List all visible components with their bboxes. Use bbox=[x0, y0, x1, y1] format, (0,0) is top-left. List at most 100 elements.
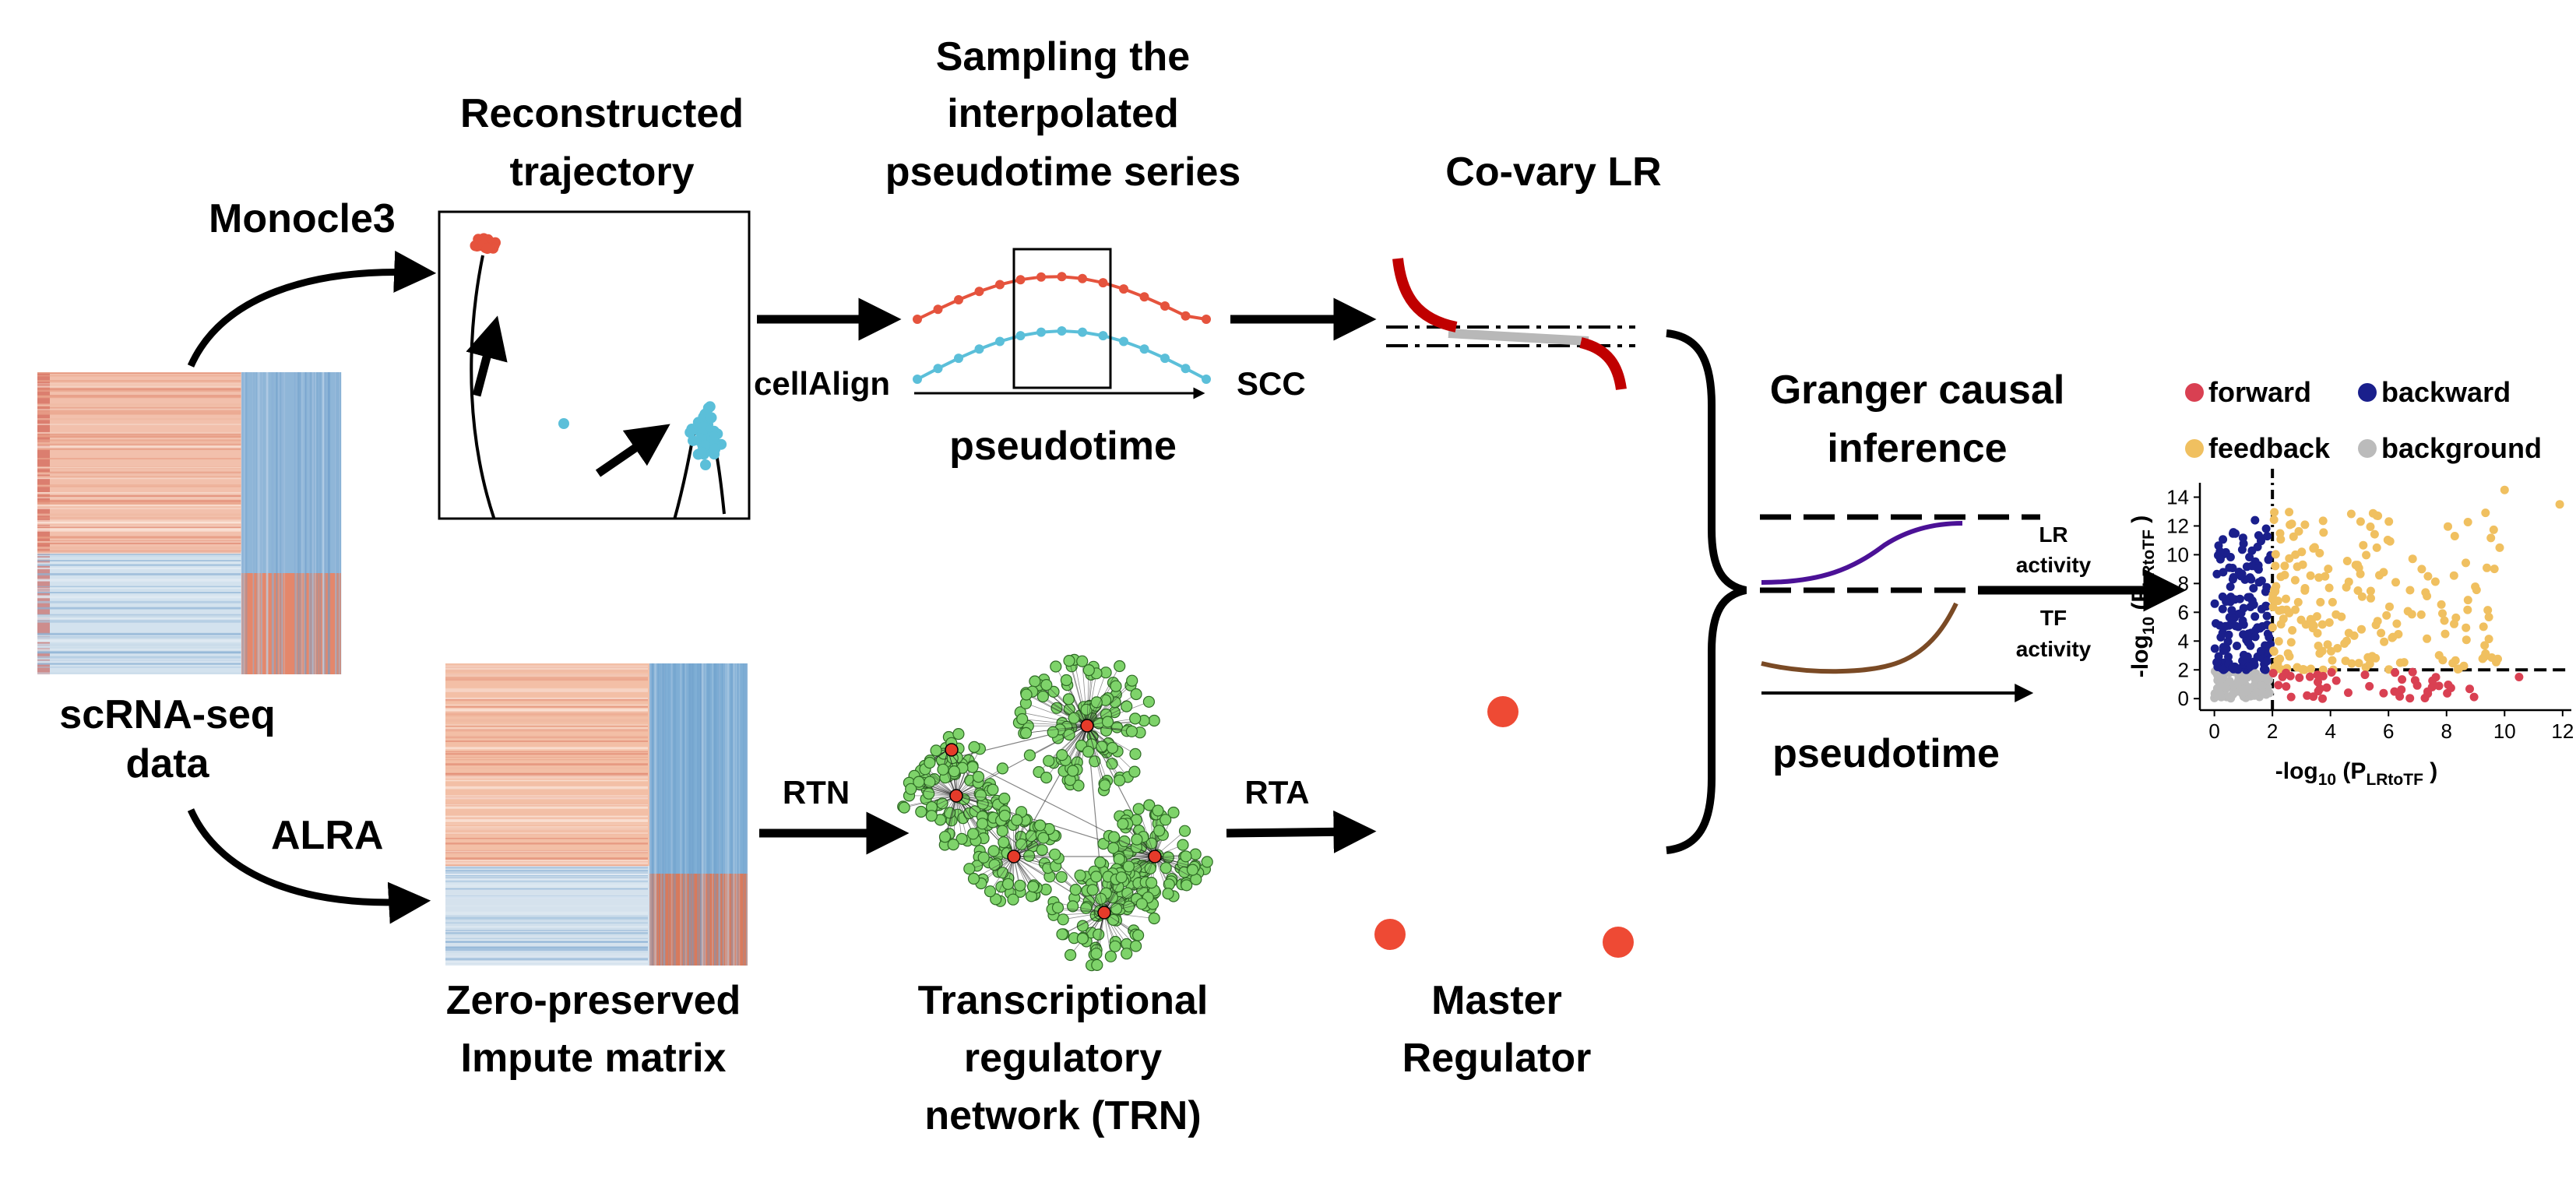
point-feedback bbox=[2314, 573, 2324, 582]
point-feedback bbox=[2354, 563, 2363, 572]
point-feedback bbox=[2333, 644, 2342, 653]
point-feedback bbox=[2271, 550, 2280, 559]
point-feedback bbox=[2449, 571, 2458, 580]
point-forward bbox=[2379, 688, 2388, 698]
point-feedback bbox=[2331, 610, 2341, 619]
point-backward bbox=[2210, 599, 2219, 608]
y-tick-label: 2 bbox=[2178, 658, 2189, 681]
legend-marker-backward bbox=[2358, 383, 2377, 402]
point-feedback bbox=[2280, 571, 2289, 579]
point-feedback bbox=[2462, 635, 2471, 645]
point-feedback bbox=[2385, 602, 2394, 611]
point-forward bbox=[2397, 685, 2406, 695]
point-forward bbox=[2423, 689, 2433, 698]
point-feedback bbox=[2394, 630, 2403, 638]
point-feedback bbox=[2437, 600, 2446, 609]
x-tick-label: 0 bbox=[2208, 719, 2219, 743]
point-backward bbox=[2212, 658, 2222, 667]
point-feedback bbox=[2269, 647, 2279, 656]
legend-feedback: feedback bbox=[2208, 432, 2331, 464]
pseudotime-label-2: pseudotime bbox=[1772, 731, 2000, 776]
point-forward bbox=[2428, 676, 2437, 685]
point-background bbox=[2215, 680, 2225, 689]
point-backward bbox=[2233, 664, 2242, 674]
point-feedback bbox=[2300, 520, 2310, 529]
point-feedback bbox=[2344, 628, 2353, 638]
point-backward bbox=[2237, 545, 2247, 554]
point-forward bbox=[2365, 681, 2374, 691]
point-feedback bbox=[2328, 656, 2337, 665]
master-label-line1: Master bbox=[1431, 978, 1562, 1023]
point-forward bbox=[2295, 673, 2304, 682]
point-backward bbox=[2250, 632, 2260, 642]
tf-activity-line2: activity bbox=[2016, 637, 2092, 661]
point-background bbox=[2225, 677, 2234, 686]
point-forward bbox=[2469, 692, 2479, 702]
sampling-title-line2: interpolated bbox=[947, 91, 1179, 136]
point-feedback bbox=[2438, 656, 2448, 665]
point-forward bbox=[2286, 692, 2296, 702]
point-forward bbox=[2286, 671, 2295, 681]
point-feedback bbox=[2344, 577, 2353, 586]
point-feedback bbox=[2417, 565, 2426, 574]
point-feedback bbox=[2328, 597, 2337, 607]
point-feedback bbox=[2372, 511, 2381, 520]
x-tick-label: 12 bbox=[2551, 719, 2574, 743]
point-feedback bbox=[2382, 610, 2391, 620]
y-tick-label: 0 bbox=[2178, 687, 2189, 710]
curly-brace bbox=[1666, 329, 1747, 854]
point-backward bbox=[2260, 665, 2268, 674]
point-feedback bbox=[2479, 622, 2488, 631]
rta-label: RTA bbox=[1244, 774, 1309, 811]
x-tick-label: 10 bbox=[2493, 719, 2516, 743]
point-feedback bbox=[2441, 629, 2450, 638]
point-backward bbox=[2250, 612, 2260, 621]
point-feedback bbox=[2392, 619, 2402, 628]
point-forward bbox=[2434, 681, 2444, 691]
sampling-title-line3: pseudotime series bbox=[885, 150, 1241, 195]
point-feedback bbox=[2423, 634, 2432, 643]
point-feedback bbox=[2327, 646, 2335, 656]
point-feedback bbox=[2480, 641, 2490, 650]
point-backward bbox=[2257, 576, 2266, 586]
point-feedback bbox=[2391, 578, 2400, 587]
scrna-heatmap bbox=[37, 372, 342, 674]
point-feedback bbox=[2462, 623, 2471, 632]
point-feedback bbox=[2356, 517, 2365, 526]
y-tick-label: 10 bbox=[2166, 543, 2189, 566]
point-backward bbox=[2246, 662, 2255, 671]
point-feedback bbox=[2555, 500, 2564, 509]
point-feedback bbox=[2324, 618, 2334, 627]
scrna-label-line2: data bbox=[126, 741, 210, 786]
point-feedback bbox=[2298, 560, 2307, 569]
point-feedback bbox=[2357, 592, 2367, 601]
point-forward bbox=[2327, 668, 2336, 677]
point-background bbox=[2244, 683, 2254, 692]
point-forward bbox=[2405, 694, 2415, 703]
point-feedback bbox=[2270, 508, 2279, 517]
point-backward bbox=[2250, 515, 2260, 525]
point-backward bbox=[2262, 656, 2272, 666]
point-feedback bbox=[2383, 536, 2392, 544]
point-forward bbox=[2443, 688, 2452, 698]
point-feedback bbox=[2268, 623, 2277, 632]
point-feedback bbox=[2324, 583, 2334, 593]
point-backward bbox=[2227, 612, 2236, 621]
x-tick-label: 6 bbox=[2383, 719, 2394, 743]
point-feedback bbox=[2269, 515, 2279, 524]
point-forward bbox=[2314, 677, 2322, 687]
master-label-line2: Regulator bbox=[1402, 1036, 1592, 1081]
point-backward bbox=[2222, 597, 2231, 606]
point-forward bbox=[2465, 684, 2474, 694]
point-forward bbox=[2514, 673, 2524, 681]
x-tick-label: 4 bbox=[2324, 719, 2335, 743]
point-background bbox=[2261, 690, 2271, 699]
point-backward bbox=[2262, 602, 2271, 611]
scc-label: SCC bbox=[1237, 365, 1306, 402]
point-feedback bbox=[2462, 558, 2470, 568]
y-tick-label: 14 bbox=[2166, 485, 2189, 508]
trn-label-line1: Transcriptional bbox=[918, 978, 1209, 1023]
point-forward bbox=[2322, 683, 2331, 692]
point-backward bbox=[2225, 563, 2234, 572]
point-forward bbox=[2398, 675, 2407, 684]
